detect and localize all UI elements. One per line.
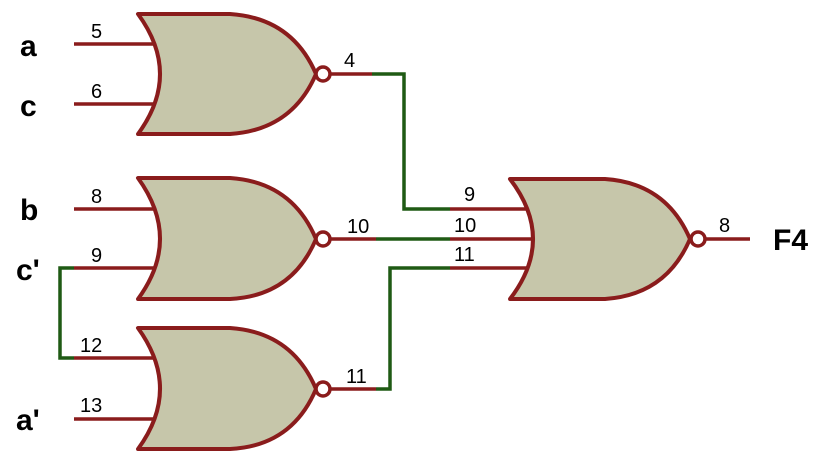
nor-gate-2 xyxy=(74,176,376,301)
g4-pin-in2: 10 xyxy=(454,215,476,237)
g4-body xyxy=(508,177,692,301)
nor-gate-1 xyxy=(74,12,372,136)
g1-pin-in2: 6 xyxy=(91,81,102,103)
g2-pin-out: 10 xyxy=(347,216,369,238)
input-label-c: c xyxy=(20,90,37,123)
g1-pin-in1: 5 xyxy=(91,21,102,43)
output-label-f4: F4 xyxy=(773,224,808,257)
g2-pin-in2: 9 xyxy=(91,245,102,267)
input-label-c-prime: c' xyxy=(16,254,40,287)
wire-c-prime-junction xyxy=(58,266,74,360)
g2-body xyxy=(136,176,318,301)
g1-pin-out: 4 xyxy=(344,50,355,72)
g2-output-bubble xyxy=(314,230,332,248)
nor-gate-3 xyxy=(74,326,376,451)
g3-pin-out: 11 xyxy=(346,366,367,388)
g4-pin-in1: 9 xyxy=(464,184,475,206)
g3-body xyxy=(136,326,318,451)
g4-pin-out: 8 xyxy=(719,215,730,237)
input-label-b: b xyxy=(20,194,38,227)
g3-pin-in2: 13 xyxy=(80,395,102,417)
g4-pin-in3: 11 xyxy=(454,244,475,266)
wire-g1-to-g4 xyxy=(372,72,450,211)
input-label-a: a xyxy=(20,30,37,63)
g3-output-bubble xyxy=(314,380,332,398)
g3-pin-in1: 12 xyxy=(80,335,102,357)
g1-output-bubble xyxy=(314,65,332,83)
g4-output-bubble xyxy=(689,230,707,248)
input-label-a-prime: a' xyxy=(16,404,40,437)
g1-body xyxy=(136,12,318,136)
g2-pin-in1: 8 xyxy=(91,186,102,208)
wire-g3-to-g4 xyxy=(376,266,450,391)
nor-gate-4 xyxy=(450,177,750,301)
